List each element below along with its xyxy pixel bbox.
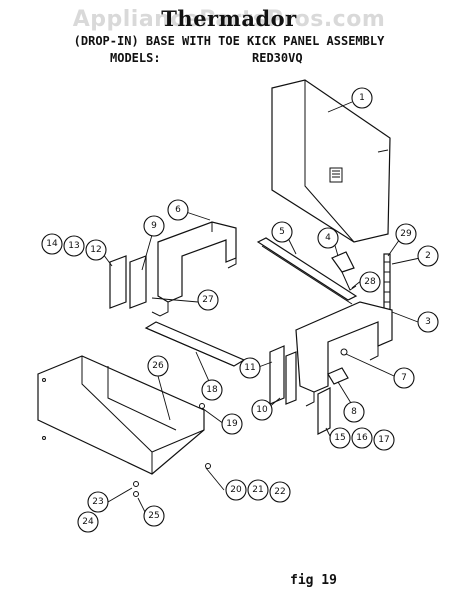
callout-13-label: 13: [68, 241, 79, 251]
callout-17: 17: [373, 429, 395, 451]
callout-14: 14: [41, 233, 63, 255]
callout-21: 21: [247, 479, 269, 501]
callout-5: 5: [271, 221, 293, 243]
leader-lines: [99, 101, 421, 515]
callout-12: 12: [85, 239, 107, 261]
callout-5-label: 5: [279, 227, 285, 237]
callout-24-label: 24: [82, 517, 94, 527]
callout-10: 10: [251, 399, 273, 421]
callout-20-label: 20: [230, 485, 242, 495]
callout-16-label: 16: [356, 433, 368, 443]
callout-14-label: 14: [46, 239, 58, 249]
figure-label: fig 19: [290, 573, 337, 588]
callout-26: 26: [147, 355, 169, 377]
callout-28: 28: [359, 271, 381, 293]
callout-10-label: 10: [256, 405, 268, 415]
part-left-bracket: [109, 255, 147, 309]
callout-22-label: 22: [274, 487, 285, 497]
callout-4-label: 4: [325, 233, 331, 243]
callout-9: 9: [143, 215, 165, 237]
callout-23-label: 23: [92, 497, 103, 507]
callout-21-label: 21: [252, 485, 263, 495]
part-rail: [256, 237, 358, 305]
callout-1-label: 1: [359, 93, 365, 103]
callout-16: 16: [351, 427, 373, 449]
diagram-title: (DROP-IN) BASE WITH TOE KICK PANEL ASSEM…: [73, 34, 385, 48]
part-toe-kick-panel: [37, 355, 205, 475]
part-left-frame: [151, 221, 237, 317]
callout-4: 4: [317, 227, 339, 249]
callout-8: 8: [343, 401, 365, 423]
callout-12-label: 12: [90, 245, 101, 255]
callout-27: 27: [197, 289, 219, 311]
part-hardware-right: [331, 251, 391, 311]
callout-2-label: 2: [425, 251, 431, 261]
callout-25: 25: [143, 505, 165, 527]
watermark: AppliancePartsPros.com: [72, 7, 386, 32]
part-right-bracket: [269, 345, 297, 405]
callout-3-label: 3: [425, 317, 431, 327]
callout-19: 19: [221, 413, 243, 435]
callout-2: 2: [417, 245, 439, 267]
callout-29: 29: [395, 223, 417, 245]
callout-22: 22: [269, 481, 291, 503]
part-right-frame: [295, 301, 393, 407]
models-value: RED30VQ: [252, 51, 303, 65]
callout-7-label: 7: [401, 373, 407, 383]
callout-11-label: 11: [244, 363, 255, 373]
callout-18: 18: [201, 379, 223, 401]
callout-28-label: 28: [364, 277, 376, 287]
callout-13: 13: [63, 235, 85, 257]
callout-25-label: 25: [148, 511, 159, 521]
callout-19-label: 19: [226, 419, 238, 429]
part-small-panel: [317, 367, 349, 435]
callout-3: 3: [417, 311, 439, 333]
callout-17-label: 17: [378, 435, 389, 445]
callout-20: 20: [225, 479, 247, 501]
callout-7: 7: [393, 367, 415, 389]
callout-18-label: 18: [206, 385, 218, 395]
callout-27-label: 27: [202, 295, 213, 305]
callout-15: 15: [329, 427, 351, 449]
brand-title: Thermador: [161, 6, 297, 31]
callout-6-label: 6: [175, 205, 181, 215]
callout-24: 24: [77, 511, 99, 533]
callout-11: 11: [239, 357, 261, 379]
models-label: MODELS:: [110, 51, 161, 65]
callout-26-label: 26: [152, 361, 164, 371]
callout-6: 6: [167, 199, 189, 221]
part-back-panel: [271, 79, 391, 243]
callout-23: 23: [87, 491, 109, 513]
callout-8-label: 8: [351, 407, 357, 417]
callout-9-label: 9: [151, 221, 157, 231]
callout-1: 1: [351, 87, 373, 109]
callout-15-label: 15: [334, 433, 345, 443]
callout-29-label: 29: [400, 229, 412, 239]
